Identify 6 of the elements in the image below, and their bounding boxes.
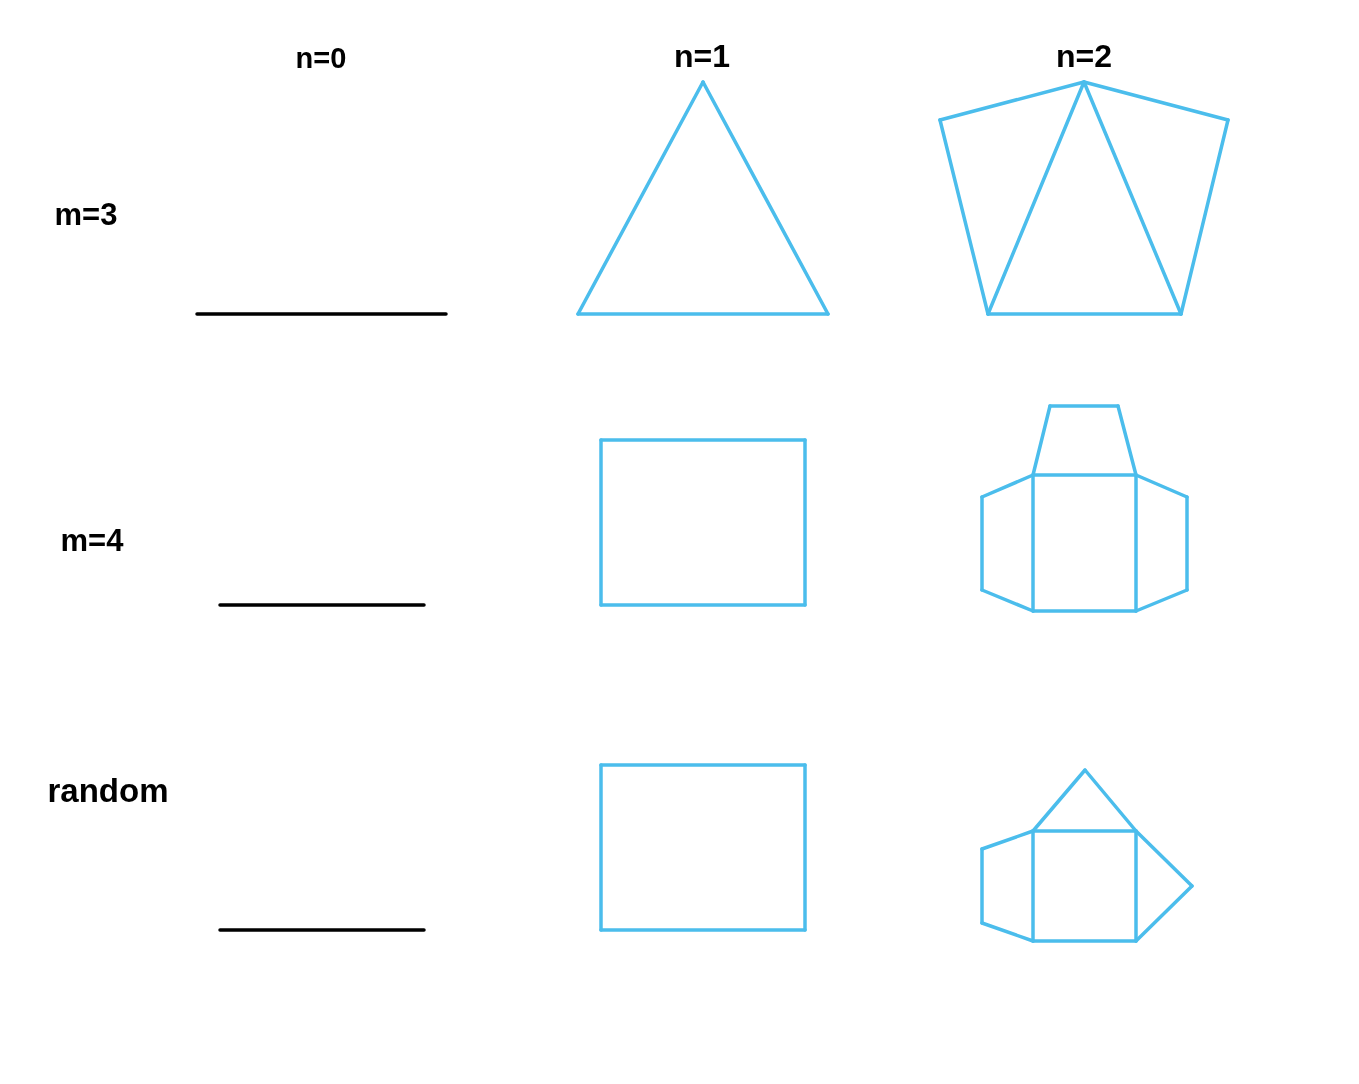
row-heading: random — [47, 773, 169, 807]
row-heading: m=3 — [54, 198, 118, 230]
column-heading: n=2 — [1056, 40, 1112, 72]
column-heading: n=0 — [295, 43, 347, 73]
row-heading: m=4 — [60, 524, 124, 556]
column-heading: n=1 — [674, 40, 730, 72]
